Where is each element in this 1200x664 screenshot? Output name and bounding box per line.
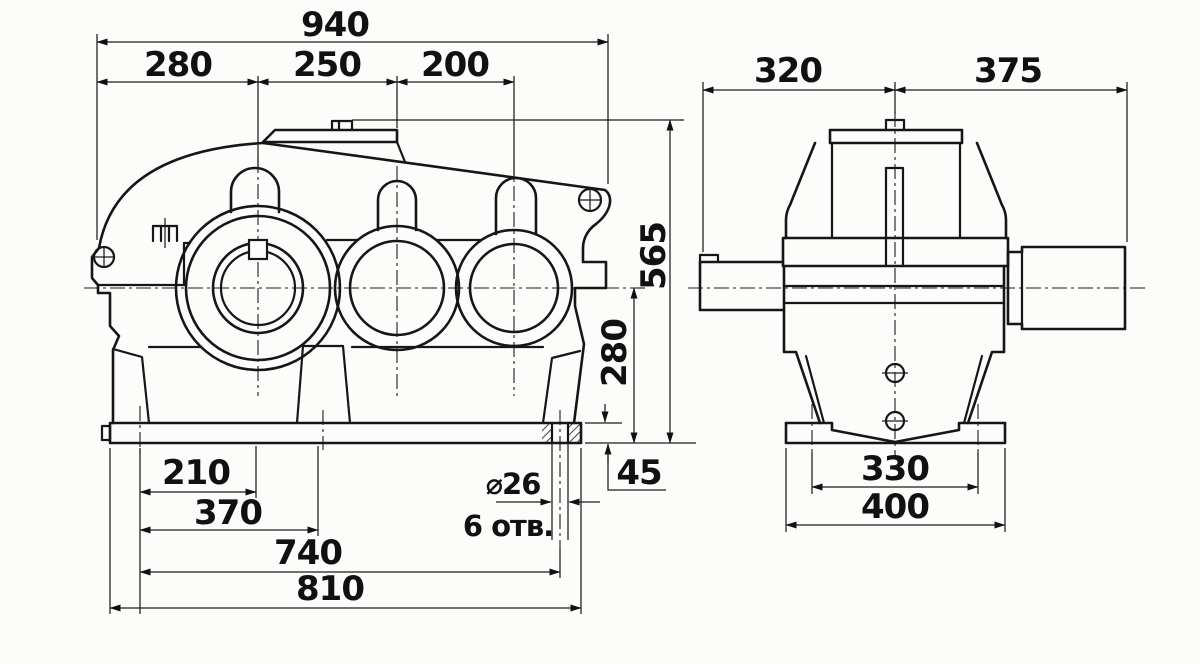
dim-280-vert: 280: [595, 319, 635, 387]
dim-45: 45: [616, 453, 661, 493]
side-view: 320 375 330 400: [688, 51, 1148, 532]
side-view-dimensions: 320 375 330 400: [702, 51, 1128, 532]
hole-count-note: 6 отв.: [463, 509, 553, 543]
dim-940: 940: [301, 5, 369, 45]
dim-330: 330: [861, 449, 929, 489]
housing-side-outline: [781, 118, 1010, 452]
front-base-plate: [100, 421, 583, 540]
side-view-centerlines: [688, 112, 1148, 456]
dim-370: 370: [194, 493, 262, 533]
input-shaft-side: [698, 253, 785, 312]
dim-210: 210: [162, 453, 230, 493]
housing-front-outline: [90, 119, 612, 425]
bolt-hole-hatch-right: [568, 424, 580, 442]
front-view: 940 280 250 200 565 280 45 210 37: [84, 5, 696, 614]
lifting-eye-holes: [92, 187, 603, 269]
dim-810: 810: [296, 569, 364, 609]
bolt-hole-hatch-left: [542, 424, 552, 442]
dim-250: 250: [293, 45, 361, 85]
dim-200: 200: [421, 45, 489, 85]
dim-375: 375: [974, 51, 1042, 91]
dim-740: 740: [274, 533, 342, 573]
oil-plug: [151, 218, 179, 248]
dim-320: 320: [754, 51, 822, 91]
bearing-bosses: [174, 166, 574, 372]
output-shaft-side: [1006, 245, 1127, 331]
dim-400: 400: [861, 487, 929, 527]
dim-565: 565: [634, 222, 674, 290]
hole-diameter-note: ⌀26: [486, 467, 541, 501]
dim-280-top: 280: [144, 45, 212, 85]
front-view-dimensions: 940 280 250 200 565 280 45 210 37: [96, 5, 696, 614]
keyway: [247, 238, 269, 261]
